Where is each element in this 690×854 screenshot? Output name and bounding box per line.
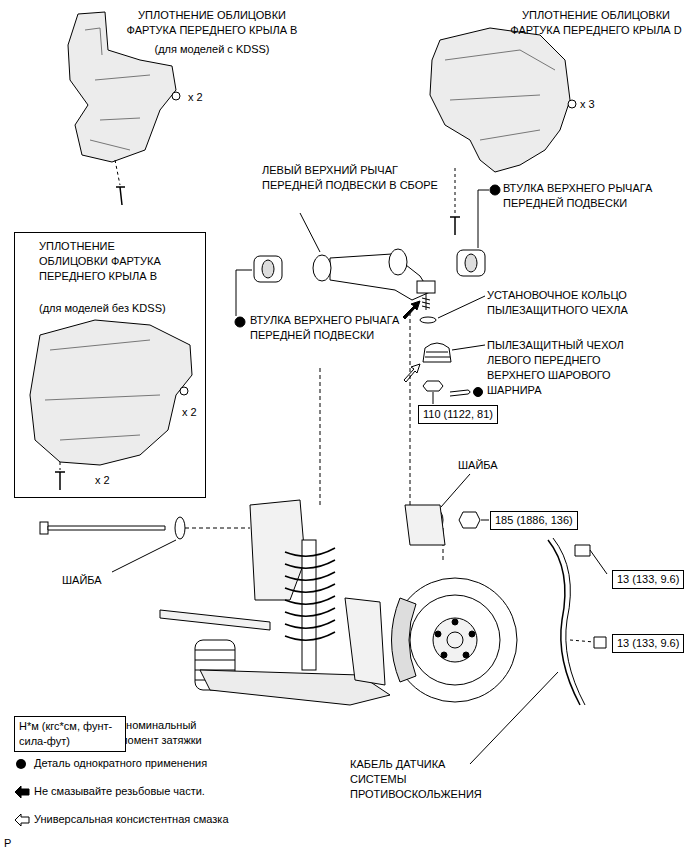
legend-row: Не смазывайте резьбовые части. bbox=[14, 784, 205, 799]
legend-text: Не смазывайте резьбовые части. bbox=[34, 785, 205, 797]
part-label: ЛЕВЫЙ ВЕРХНИЙ РЫЧАГ ПЕРЕДНЕЙ ПОДВЕСКИ В … bbox=[262, 163, 447, 193]
node-text: Н*м (кгс*см, фунт-сила-фут) bbox=[19, 719, 121, 749]
legend-symbol bbox=[14, 812, 30, 827]
legend-text: Деталь однократного применения bbox=[34, 757, 207, 769]
note-label: (для моделей с KDSS) bbox=[112, 42, 312, 57]
torque-box: 185 (1886, 136) bbox=[490, 511, 578, 530]
legend-text: Универсальная консистентная смазка bbox=[34, 813, 229, 825]
node-text: УПЛОТНЕНИЕ ОБЛИЦОВКИ ФАРТУКА ПЕРЕДНЕГО К… bbox=[39, 239, 179, 284]
torque-box: 13 (133, 9.6) bbox=[612, 570, 684, 589]
legend-symbol bbox=[14, 784, 30, 799]
node-text: x 2 bbox=[95, 473, 110, 488]
part-label: ВТУЛКА ВЕРХНЕГО РЫЧАГА ПЕРЕДНЕЙ ПОДВЕСКИ bbox=[503, 181, 653, 211]
legend-symbol bbox=[14, 756, 30, 771]
torque-legend-box: Н*м (кгс*см, фунт-сила-фут) bbox=[14, 716, 126, 752]
legend-row: Универсальная консистентная смазка bbox=[14, 812, 229, 827]
part-label: УСТАНОВОЧНОЕ КОЛЬЦО ПЫЛЕЗАЩИТНОГО ЧЕХЛА bbox=[487, 288, 647, 318]
torque-box: 13 (133, 9.6) bbox=[612, 634, 684, 653]
part-label: ПЫЛЕЗАЩИТНЫЙ ЧЕХОЛ ЛЕВОГО ПЕРЕДНЕГО ВЕРХ… bbox=[487, 338, 647, 398]
node-text: 185 (1886, 136) bbox=[495, 513, 573, 528]
node-text: x 2 bbox=[182, 405, 197, 420]
legend-label: : номинальный момент затяжки bbox=[120, 718, 220, 748]
part-label: УПЛОТНЕНИЕ ОБЛИЦОВКИ ФАРТУКА ПЕРЕДНЕГО К… bbox=[112, 8, 312, 38]
node-text: 110 (1122, 81) bbox=[423, 407, 493, 422]
torque-box: 110 (1122, 81) bbox=[418, 405, 498, 424]
node-text: (для моделей без KDSS) bbox=[39, 301, 199, 316]
figure-code: P bbox=[4, 836, 11, 851]
legend-row: Деталь однократного применения bbox=[14, 756, 207, 771]
inset-panel: УПЛОТНЕНИЕ ОБЛИЦОВКИ ФАРТУКА ПЕРЕДНЕГО К… bbox=[14, 232, 206, 498]
node-text: 13 (133, 9.6) bbox=[617, 572, 679, 587]
quantity-label: x 2 bbox=[188, 90, 203, 105]
part-label: ВТУЛКА ВЕРХНЕГО РЫЧАГА ПЕРЕДНЕЙ ПОДВЕСКИ bbox=[250, 313, 400, 343]
part-label: ШАЙБА bbox=[458, 458, 498, 473]
part-label: ШАЙБА bbox=[62, 573, 102, 588]
part-label: УПЛОТНЕНИЕ ОБЛИЦОВКИ ФАРТУКА ПЕРЕДНЕГО К… bbox=[505, 8, 687, 38]
part-label: КАБЕЛЬ ДАТЧИКА СИСТЕМЫ ПРОТИВОСКОЛЬЖЕНИЯ bbox=[350, 757, 490, 802]
node-text: 13 (133, 9.6) bbox=[617, 636, 679, 651]
quantity-label: x 3 bbox=[580, 97, 595, 112]
